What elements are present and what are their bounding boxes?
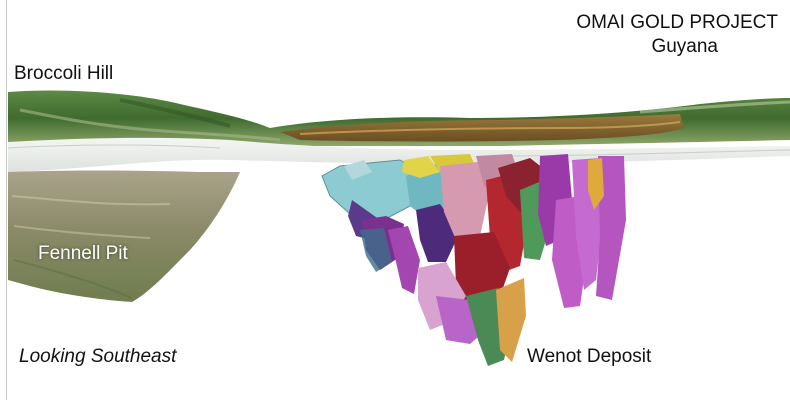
wenot-orebodies [321, 154, 626, 366]
frame-border [6, 0, 7, 400]
project-location: Guyana [651, 36, 718, 57]
fennell-pit [8, 170, 240, 302]
view-direction-label: Looking Southeast [19, 346, 177, 367]
pit-ridge [280, 114, 684, 142]
project-title: OMAI GOLD PROJECT [576, 12, 778, 33]
wenot-deposit-label: Wenot Deposit [527, 346, 652, 367]
section-plane [7, 137, 790, 172]
fennell-pit-label: Fennell Pit [38, 243, 128, 264]
broccoli-hill-label: Broccoli Hill [14, 63, 114, 84]
